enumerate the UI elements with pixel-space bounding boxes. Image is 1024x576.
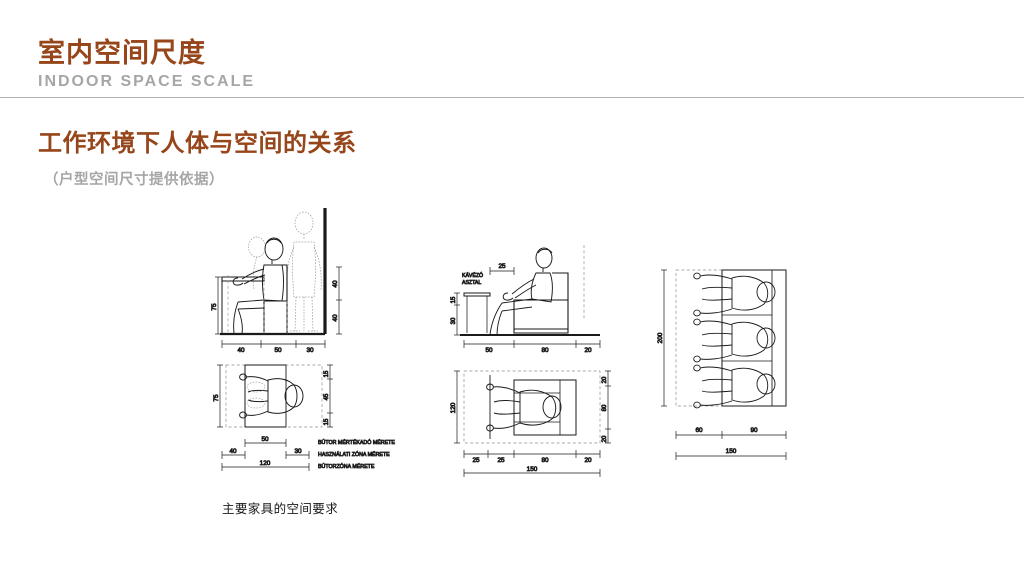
desk-plan-dim-vertical-left: 75 bbox=[213, 394, 220, 402]
section-subtitle: （户型空间尺寸提供依据） bbox=[44, 171, 224, 188]
desk-legend-dim-furniture: 50 bbox=[261, 436, 269, 443]
sofa-elev-dim-vertical-lower: 30 bbox=[451, 317, 457, 324]
section-heading-block: 工作环境下人体与空间的关系 （户型空间尺寸提供依据） bbox=[38, 130, 357, 189]
figure-group: 75 40 40 bbox=[0, 205, 1024, 495]
figure-sofa-single: KÁVÉZÓ ASZTAL 25 bbox=[448, 245, 623, 480]
desk-legend-label-2: BÚTORZÓNA MÉRETE bbox=[318, 463, 375, 470]
slide-header: 室内空间尺度 INDOOR SPACE SCALE bbox=[38, 38, 978, 93]
desk-legend-dim-total: 120 bbox=[260, 460, 271, 467]
sofa-plan-dim-right-0: 20 bbox=[602, 376, 608, 383]
sofa-elev-dim-vertical-upper: 15 bbox=[451, 296, 457, 303]
desk-plan-dim-right-1: 45 bbox=[324, 393, 330, 400]
desk-legend-label-1: HASZNÁLATI ZÓNA MÉRETE bbox=[318, 451, 390, 458]
sofa3-dim-vertical-left: 200 bbox=[657, 332, 664, 343]
sofa3-bottom-dim-1: 90 bbox=[750, 427, 758, 434]
sofa-plan-dim-vertical-left: 120 bbox=[450, 402, 457, 413]
sofa-elev-bottom-dim-0: 50 bbox=[485, 347, 493, 354]
figure-caption: 主要家具的空间要求 bbox=[222, 502, 339, 516]
desk-legend-label-0: BÚTOR MÉRTÉKADÓ MÉRETE bbox=[318, 439, 395, 446]
header-title-chinese: 室内空间尺度 bbox=[38, 38, 206, 68]
section-title: 工作环境下人体与空间的关系 bbox=[38, 130, 357, 157]
desk-elev-dim-vertical-left: 75 bbox=[211, 303, 218, 311]
sofa-plan-bottom-dim-0: 25 bbox=[472, 457, 480, 464]
sofa-coffee-table-label-line1: KÁVÉZÓ bbox=[462, 272, 483, 279]
desk-elev-bottom-dim-2: 30 bbox=[306, 347, 314, 354]
desk-elev-dim-vertical-right-upper: 40 bbox=[332, 280, 339, 288]
desk-elev-bottom-dim-1: 50 bbox=[274, 347, 282, 354]
desk-plan-dim-right-2: 15 bbox=[324, 418, 330, 425]
sofa-plan-bottom-dim-1: 25 bbox=[497, 457, 505, 464]
sofa-elev-bottom-dim-2: 20 bbox=[584, 347, 592, 354]
figure-sofa-three-seat: 200 60 90 1 bbox=[650, 260, 830, 480]
sofa3-bottom-dim-0: 60 bbox=[695, 427, 703, 434]
desk-elev-bottom-dim-0: 40 bbox=[237, 347, 245, 354]
sofa-coffee-table-label-line2: ASZTAL bbox=[462, 280, 481, 286]
sofa3-dim-total: 150 bbox=[726, 448, 737, 455]
sofa-single-drawing: KÁVÉZÓ ASZTAL 25 bbox=[450, 245, 611, 477]
desk-plan-dim-right-0: 15 bbox=[324, 370, 330, 377]
header-title-english: INDOOR SPACE SCALE bbox=[38, 72, 256, 90]
header-divider bbox=[0, 97, 1024, 98]
figure-desk-workspace: 75 40 40 bbox=[208, 205, 418, 475]
sofa-plan-bottom-dim-3: 20 bbox=[584, 457, 592, 464]
desk-drawing: 75 40 40 bbox=[211, 208, 396, 471]
desk-legend-dim-zone-left: 40 bbox=[229, 448, 237, 455]
sofa-elev-dim-table-width: 25 bbox=[498, 263, 506, 270]
sofa-plan-dim-right-1: 80 bbox=[602, 404, 608, 411]
sofa-plan-dim-total: 150 bbox=[527, 466, 538, 473]
desk-elev-dim-vertical-right-lower: 40 bbox=[332, 314, 339, 322]
sofa-elev-bottom-dim-1: 80 bbox=[541, 347, 549, 354]
sofa-plan-dim-right-2: 20 bbox=[602, 435, 608, 442]
sofa-plan-bottom-dim-2: 80 bbox=[541, 457, 549, 464]
sofa-three-seat-drawing: 200 60 90 1 bbox=[657, 269, 787, 460]
desk-legend-dim-zone-right: 30 bbox=[294, 448, 302, 455]
